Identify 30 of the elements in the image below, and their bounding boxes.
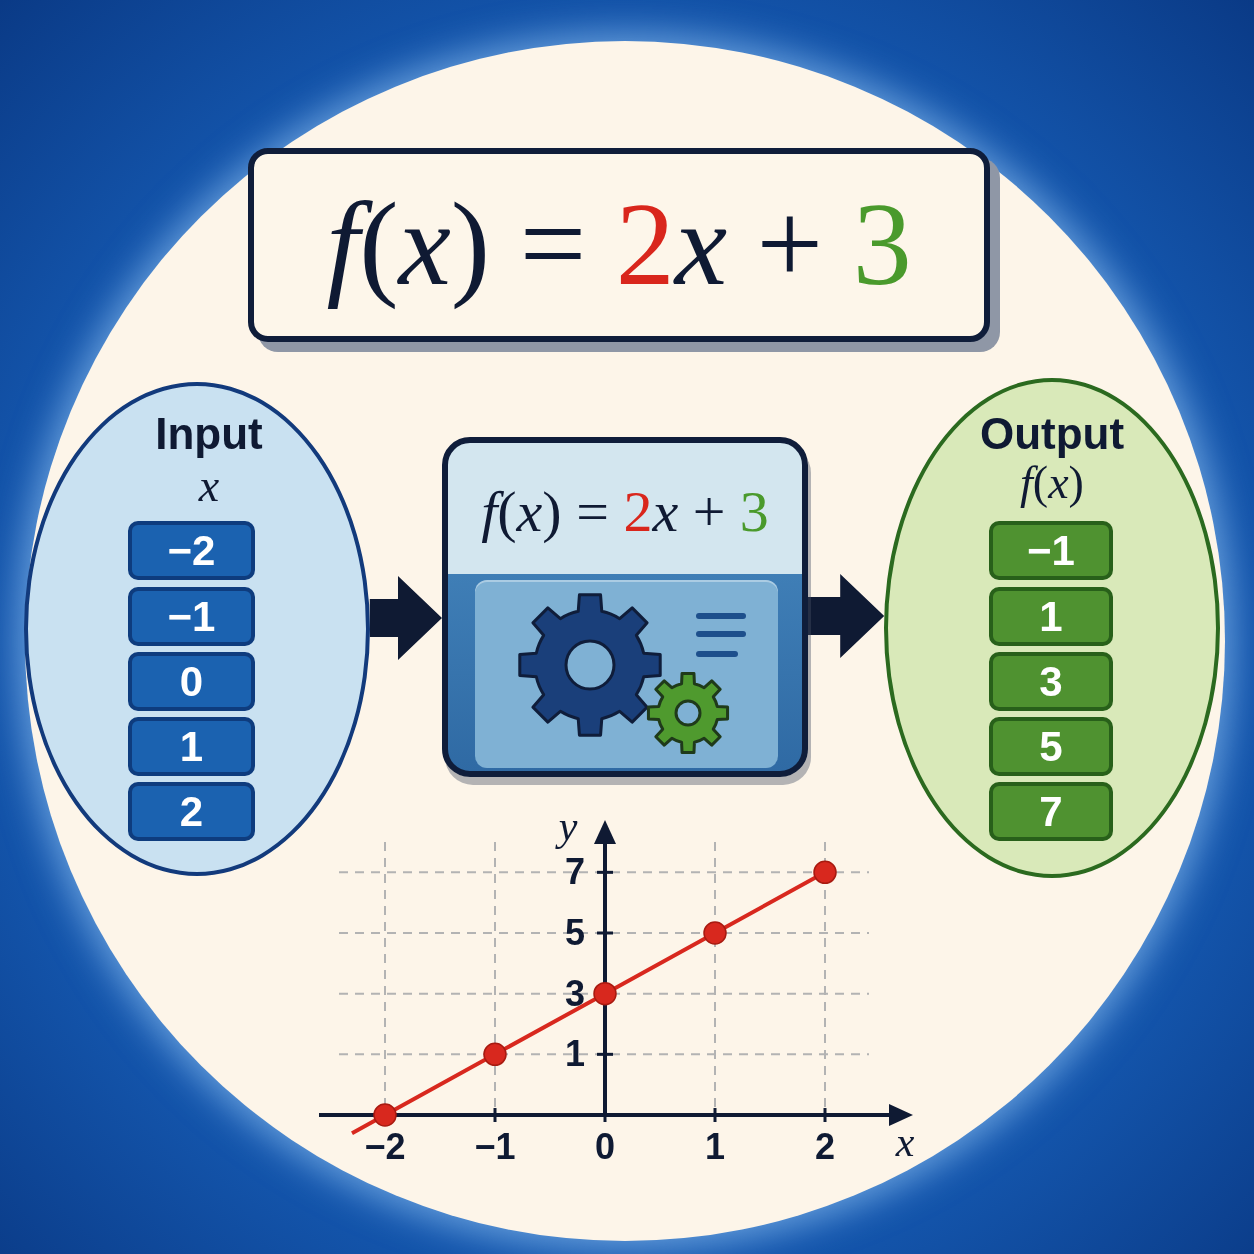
heading: Output [979, 412, 1125, 456]
tick-label: 1 [564, 1036, 585, 1073]
tick-label: 5 [564, 915, 585, 951]
tick-label: 0 [595, 1129, 615, 1165]
variable-label: f(x) [1020, 457, 1084, 510]
value-cell: 2 [128, 782, 255, 841]
value-cell: 1 [989, 587, 1113, 646]
formula: f(x) = 2x + 3 [480, 478, 770, 546]
variable-label: x [197, 459, 221, 513]
tick-label: 3 [564, 975, 585, 1012]
tick-label: −1 [474, 1129, 516, 1165]
tick-label: 2 [815, 1129, 835, 1165]
heading: Input [155, 412, 263, 456]
function-machine [442, 437, 808, 777]
arrow [808, 574, 885, 658]
axis-label: x [894, 1117, 916, 1167]
value-cell: −1 [989, 521, 1113, 580]
value-cell: 3 [989, 652, 1113, 711]
value-cell: −2 [128, 521, 255, 580]
tick-label: 1 [705, 1129, 725, 1165]
tick-label: 7 [564, 854, 585, 891]
tick-label: −2 [364, 1129, 406, 1165]
value-cell: −1 [128, 587, 255, 646]
value-cell: 0 [128, 652, 255, 711]
value-cell: 1 [128, 717, 255, 776]
axis-label: y [554, 800, 582, 852]
formula: f(x) = 2x + 3 [325, 178, 913, 313]
arrow [369, 576, 442, 660]
value-cell: 7 [989, 782, 1113, 841]
value-cell: 5 [989, 717, 1113, 776]
